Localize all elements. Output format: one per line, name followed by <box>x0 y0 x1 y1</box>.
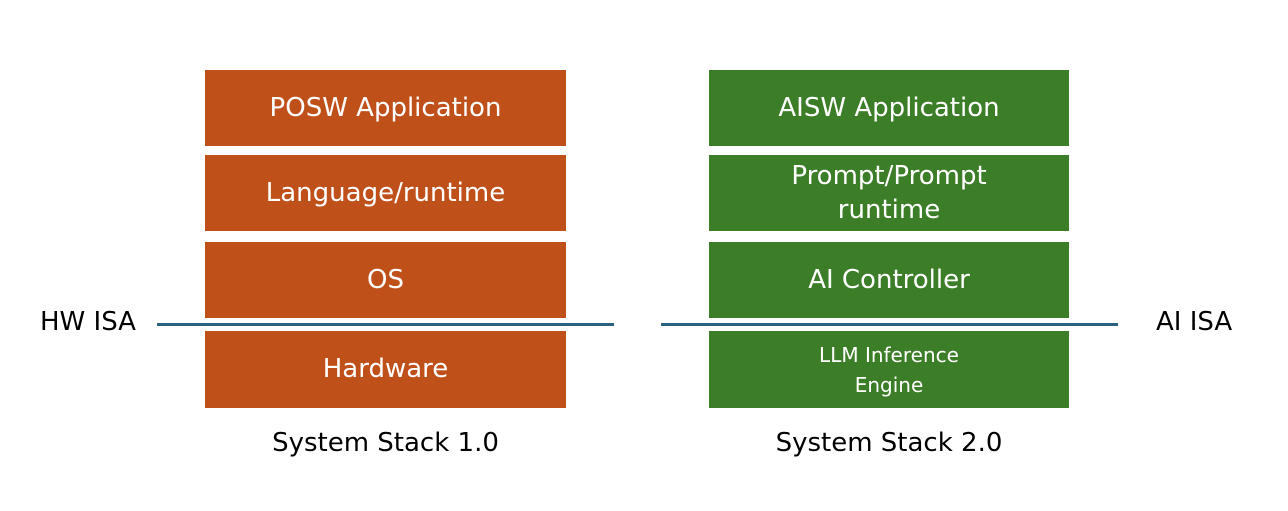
stack1-layer-posw-application: POSW Application <box>205 70 566 146</box>
stack2-layer-aisw-application: AISW Application <box>709 70 1069 146</box>
stack1-layer-os: OS <box>205 242 566 318</box>
stack1-layer-hardware: Hardware <box>205 331 566 408</box>
stack2-caption: System Stack 2.0 <box>775 428 1003 458</box>
stack2-layer-ai-controller: AI Controller <box>709 242 1069 318</box>
ai-isa-line <box>661 323 1118 326</box>
hw-isa-label: HW ISA <box>40 307 136 337</box>
hw-isa-line <box>157 323 614 326</box>
stack2-layer-llm-inference-engine: LLM Inference Engine <box>709 331 1069 408</box>
stack1-caption: System Stack 1.0 <box>272 428 499 458</box>
stack1-layer-language-runtime: Language/runtime <box>205 155 566 231</box>
stack2-layer-prompt-runtime: Prompt/Prompt runtime <box>709 155 1069 231</box>
ai-isa-label: AI ISA <box>1156 307 1233 337</box>
